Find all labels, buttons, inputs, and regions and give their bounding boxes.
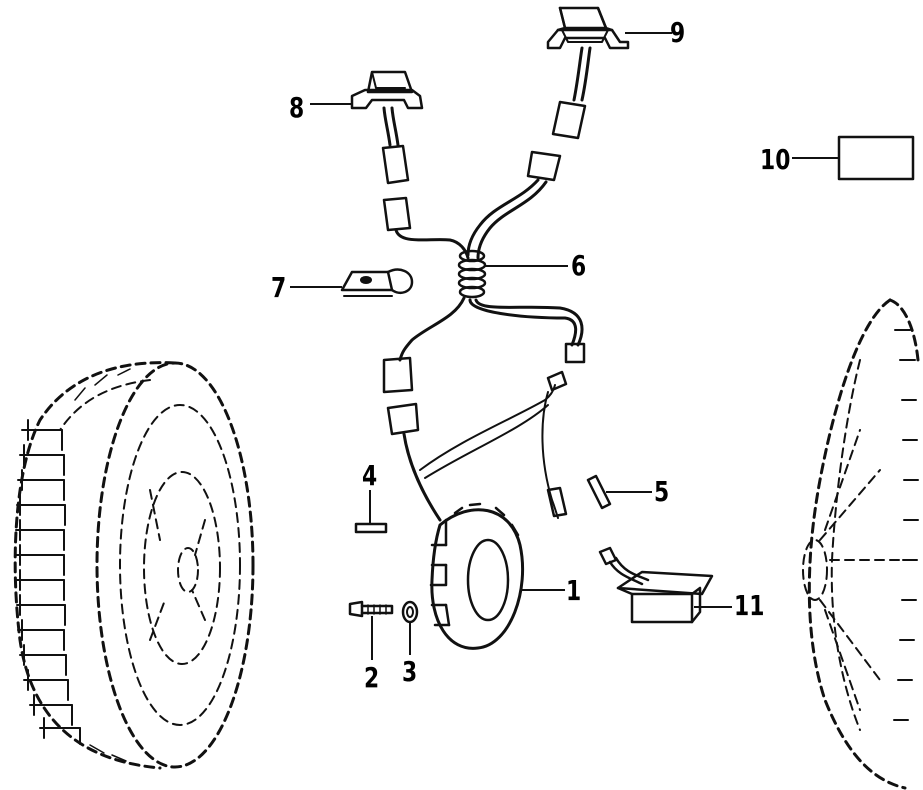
wiring-harness-6 xyxy=(382,150,586,394)
connector-module-9 xyxy=(546,6,630,140)
ring-terminal-7 xyxy=(340,268,414,297)
callout-6: 6 xyxy=(571,249,587,282)
decal-10 xyxy=(837,135,915,181)
rectifier-module-11 xyxy=(598,546,714,624)
callout-7: 7 xyxy=(271,271,287,304)
flywheel-right xyxy=(802,298,920,790)
connector-module-8 xyxy=(350,70,424,185)
leader-lines xyxy=(290,32,839,660)
callout-2: 2 xyxy=(364,661,380,694)
callout-3: 3 xyxy=(402,655,418,688)
callout-1: 1 xyxy=(566,574,582,607)
pin-5 xyxy=(586,474,612,510)
callout-9: 9 xyxy=(670,16,686,49)
washer-3 xyxy=(401,600,419,624)
pin-4 xyxy=(354,522,388,534)
flywheel-left xyxy=(13,361,255,770)
stator-1 xyxy=(386,370,568,650)
callout-11: 11 xyxy=(734,589,765,622)
callout-4: 4 xyxy=(362,459,378,492)
callout-10: 10 xyxy=(760,143,791,176)
callout-5: 5 xyxy=(654,475,670,508)
screw-2 xyxy=(348,600,394,618)
callout-8: 8 xyxy=(289,91,305,124)
